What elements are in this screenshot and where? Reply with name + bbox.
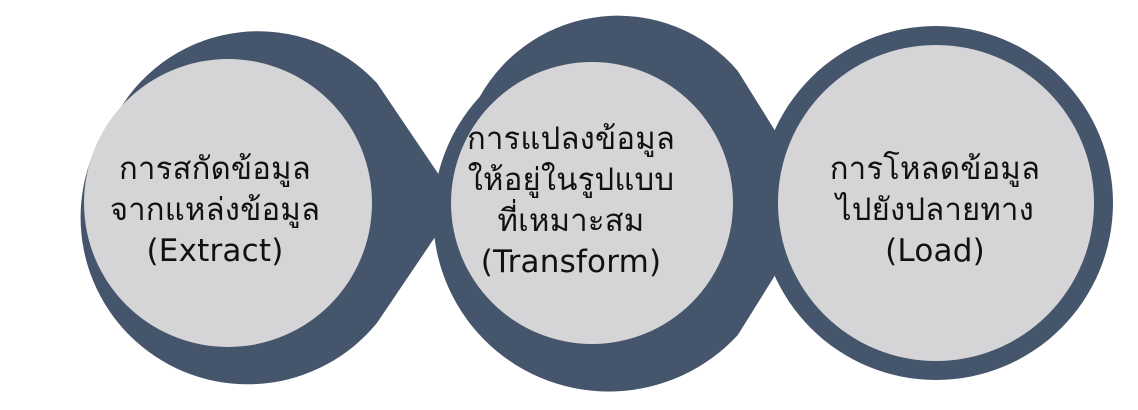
step-transform-label: การแปลงข้อมูล ให้อยู่ในรูปแบบ ที่เหมาะสม… <box>436 96 706 306</box>
extract-line-3: (Extract) <box>146 232 284 269</box>
load-line-3: (Load) <box>885 232 985 269</box>
transform-line-3: ที่เหมาะสม <box>497 203 645 239</box>
transform-inner-circle <box>451 62 733 344</box>
load-line-1: การโหลดข้อมูล <box>829 150 1041 187</box>
extract-inner-circle <box>84 59 372 347</box>
transform-line-2: ให้อยู่ในรูปแบบ <box>467 162 675 198</box>
step-load-label: การโหลดข้อมูล ไปยังปลายทาง (Load) <box>800 110 1070 310</box>
step-transform-shape <box>433 15 820 392</box>
extract-line-1: การสกัดข้อมูล <box>119 150 311 187</box>
step-load-shape <box>759 26 1113 380</box>
load-inner-circle <box>778 45 1094 361</box>
transform-line-1: การแปลงข้อมูล <box>466 121 676 157</box>
load-line-2: ไปยังปลายทาง <box>836 191 1034 228</box>
transform-line-4: (Transform) <box>480 244 662 280</box>
extract-line-2: จากแหล่งข้อมูล <box>109 191 321 228</box>
step-extract-shape <box>80 31 458 385</box>
step-extract-label: การสกัดข้อมูล จากแหล่งข้อมูล (Extract) <box>80 110 350 310</box>
